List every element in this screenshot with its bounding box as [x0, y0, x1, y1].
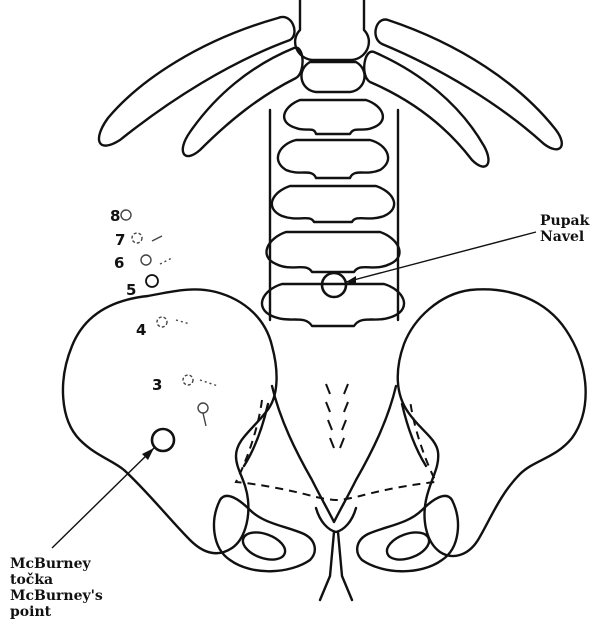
point-label-8: 8 [110, 209, 120, 224]
rib-left-outer [99, 17, 295, 146]
vertebra-5 [272, 186, 394, 222]
mcburney-label-line-3: McBurney's [10, 588, 103, 604]
obturator-left [239, 527, 289, 565]
point-6-circle [141, 255, 151, 265]
point-label-7: 7 [115, 233, 125, 248]
mcburney-leader-line [52, 448, 154, 548]
sacrum [272, 386, 396, 522]
navel-leader-line [346, 232, 536, 282]
mcburney-label-line-1: McBurney [10, 556, 91, 572]
vertebra-3 [284, 100, 383, 134]
point-8-circle [121, 210, 131, 220]
vertebra-7 [262, 284, 404, 326]
navel-label-line-2: Navel [540, 229, 584, 245]
point-2-circle [198, 403, 208, 413]
pelvis-left-ilium [63, 289, 277, 553]
vertebra-1 [295, 0, 369, 60]
point-7-circle [132, 233, 142, 243]
vertebra-6 [267, 232, 400, 272]
point-label-4: 4 [136, 323, 146, 338]
pelvis-right-ilium [398, 289, 586, 556]
rib-left-inner [183, 48, 303, 156]
mcburney-label-line-4: point [10, 604, 51, 620]
rib-right-inner [364, 52, 488, 167]
point-3-circle [183, 375, 193, 385]
rib-right-outer [375, 20, 561, 150]
point-4-circle [157, 317, 167, 327]
vertebra-4 [278, 140, 388, 178]
vertebra-2 [301, 62, 364, 92]
point-label-3: 3 [152, 378, 162, 393]
navel-label-line-1: Pupak [540, 213, 589, 229]
mcburney-point-marker [152, 429, 174, 451]
point-5-circle [146, 275, 158, 287]
point-label-5: 5 [126, 283, 136, 298]
point-label-6: 6 [114, 256, 124, 271]
mcburney-label-line-2: točka [10, 572, 53, 588]
obturator-right [383, 527, 433, 565]
